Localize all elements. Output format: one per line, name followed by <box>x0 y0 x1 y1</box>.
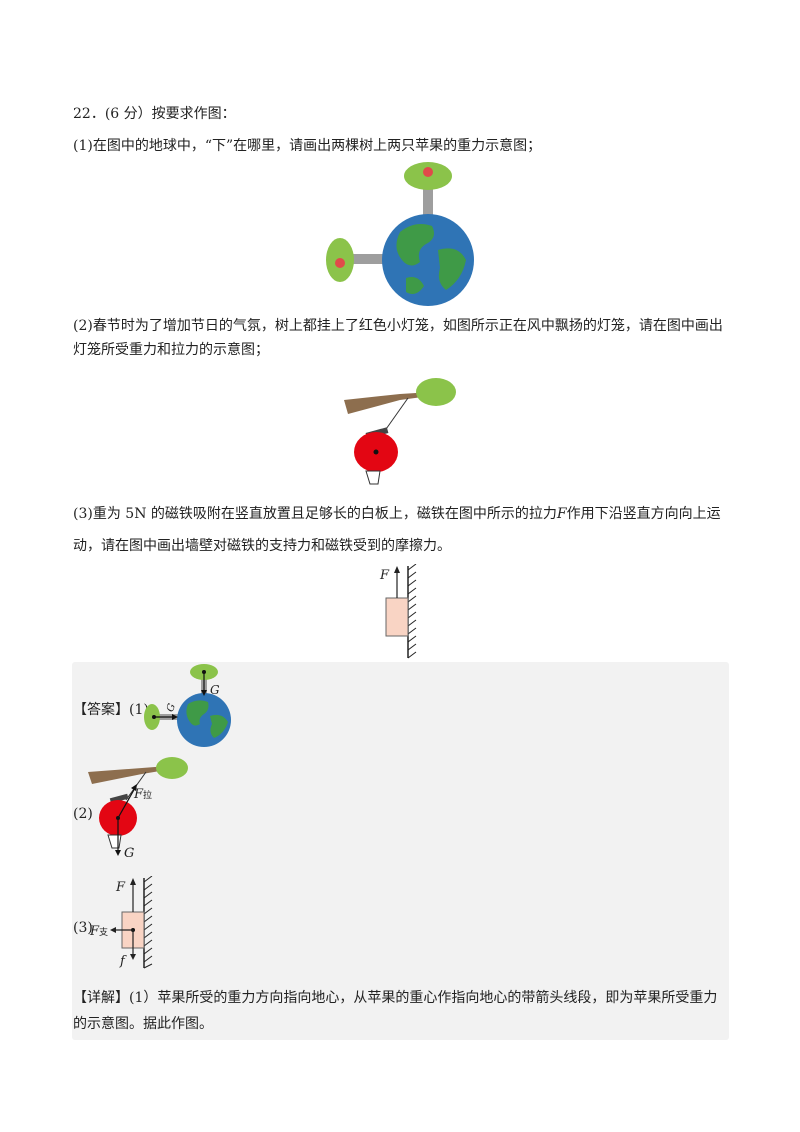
question-part3-line1: (3)重为 5N 的磁铁吸附在竖直放置且足够长的白板上，磁铁在图中所示的拉力F作… <box>73 506 721 522</box>
answer-lantern-figure: F拉 G <box>86 752 192 864</box>
wall-hatching <box>407 564 417 659</box>
answer-support-label: F支 <box>90 924 109 939</box>
answer-gravity-label: G <box>124 846 135 861</box>
answer-top-gravity-label: G <box>210 683 220 697</box>
answer-earth-figure: G G <box>142 664 234 748</box>
lantern-figure <box>344 378 456 485</box>
explanation-line1: 【详解】(1）苹果所受的重力方向指向地心，从苹果的重心作指向地心的带箭头线段，即… <box>73 990 718 1006</box>
top-apple <box>423 167 433 177</box>
question-part2-line1: (2)春节时为了增加节日的气氛，树上都挂上了红色小灯笼，如图所示正在风中飘扬的灯… <box>73 318 723 334</box>
lantern-string <box>383 397 409 433</box>
question-part1: (1)在图中的地球中，“下”在哪里，请画出两棵树上两只苹果的重力示意图； <box>73 138 542 154</box>
magnet-wall-figure: F <box>370 564 430 660</box>
pull-force-label: F <box>380 568 390 583</box>
answer-pull-force-label: F拉 <box>134 787 153 802</box>
left-tree-trunk <box>348 254 388 264</box>
answer-label: 【答案】(1) <box>73 702 149 718</box>
answer-pull-force-arrow <box>117 787 136 819</box>
branch-leaves <box>416 378 456 406</box>
left-apple <box>335 258 345 268</box>
answer-part2-label: (2) <box>73 806 93 822</box>
question-part2-line2: 灯笼所受重力和拉力的示意图； <box>73 342 269 358</box>
answer-magnet-figure: F F支 f <box>86 876 166 970</box>
lantern-tassel <box>365 470 381 485</box>
question-part3-line2: 动，请在图中画出墙壁对磁铁的支持力和磁铁受到的摩擦力。 <box>73 538 451 554</box>
answer-part3-label: (3) <box>73 920 93 936</box>
top-tree-trunk <box>423 182 433 222</box>
explanation-line2: 的示意图。据此作图。 <box>73 1016 213 1032</box>
earth-trees-figure <box>326 162 474 306</box>
answer-friction-label: f <box>120 954 125 969</box>
answer-pull-label: F <box>116 880 126 895</box>
magnet-block <box>385 597 409 637</box>
branch <box>344 392 432 414</box>
question-heading: 22．(6 分）按要求作图： <box>73 106 236 122</box>
